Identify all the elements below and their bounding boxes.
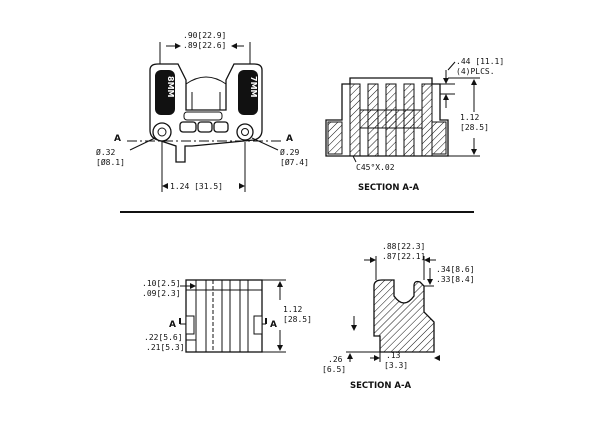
section-mark-right: A [286, 134, 293, 144]
side-height-2: [28.5] [283, 315, 312, 324]
section-view-top: .44 [11.1] (4)PLCS. 1.12 [28.5] C45°X.02… [325, 57, 504, 193]
right-hole [236, 123, 254, 141]
emboss-7mm: 7MM [249, 76, 258, 98]
section-view-bottom: .88[22.3] .87[22.1] .34[8.6] .33[8.4] .1… [322, 242, 475, 391]
side-dim-a-2: .09[2.3] [142, 289, 181, 298]
right-rib [238, 70, 258, 115]
slot-upper [183, 111, 223, 121]
dim-44: .44 [11.1] [456, 57, 504, 66]
sec-dim-base-1: .13 [386, 351, 401, 360]
side-section-right: A [270, 320, 277, 330]
sec-dim-base-2: [3.3] [384, 361, 408, 370]
slot-1 [179, 121, 197, 133]
left-hole-inner [157, 127, 167, 137]
side-section-left: A [169, 320, 176, 330]
section-title-top: SECTION A-A [358, 183, 420, 193]
left-rib [155, 70, 175, 115]
sec-dim-left-2: [6.5] [322, 365, 346, 374]
chamfer-label: C45°X.02 [356, 163, 395, 172]
sec-dim-top-2: .87[22.1] [382, 252, 425, 261]
side-dim-b-1: .22[5.6] [144, 333, 183, 342]
side-dim-b-2: .21[5.3] [146, 343, 185, 352]
sec-dim-top-1: .88[22.3] [382, 242, 425, 251]
side-height-1: 1.12 [283, 305, 302, 314]
cradle-arc [185, 76, 227, 85]
side-notch-right [253, 315, 263, 335]
section-mark-left: A [114, 134, 121, 144]
side-view: A A .10[2.5] .09[2.3] 1.12 [28.5] .22[5.… [142, 279, 312, 353]
hatch-wall-5 [421, 83, 433, 157]
dim-bottom: 1.24 [31.5] [170, 182, 223, 191]
side-dim-a-1: .10[2.5] [142, 279, 181, 288]
height-top-1: 1.12 [460, 113, 479, 122]
cradle-walls [191, 92, 221, 110]
slot-3 [213, 121, 229, 133]
slot-2 [197, 121, 213, 133]
dim-top-1: .90[22.9] [183, 31, 226, 40]
section-bottom-body [373, 279, 435, 353]
dia-left-1: Ø.32 [96, 147, 115, 157]
dim-top-2: .89[22.6] [183, 41, 226, 50]
sec-dim-side-2: .33[8.4] [436, 275, 475, 284]
emboss-8mm: 8MM [166, 76, 175, 98]
dia-right-1: Ø.29 [280, 147, 299, 157]
side-view-body [185, 279, 263, 353]
height-top-2: [28.5] [460, 123, 489, 132]
side-notch-left [185, 315, 195, 335]
sec-dim-side-1: .34[8.6] [436, 265, 475, 274]
hatch-left-foot [327, 121, 343, 155]
sec-dim-left-1: .26 [328, 355, 343, 364]
right-hole-inner [241, 128, 249, 136]
left-hole [152, 122, 172, 142]
dim-4plcs: (4)PLCS. [456, 67, 495, 76]
dia-left-2: [Ø8.1] [96, 157, 125, 167]
front-view: 8MM 7MM A A .90[22.9] .89[22.6] Ø.32 [Ø8… [96, 31, 309, 192]
section-title-bottom: SECTION A-A [350, 381, 412, 391]
hatch-bridge [359, 109, 423, 129]
hatch-wall-1 [349, 83, 361, 157]
hatch-right-foot [431, 121, 447, 155]
dia-right-2: [Ø7.4] [280, 157, 309, 167]
